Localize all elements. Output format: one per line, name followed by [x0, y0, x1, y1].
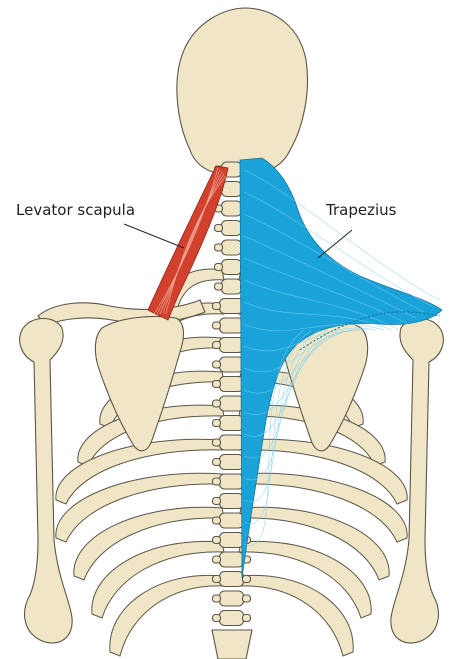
vertebra: [220, 552, 244, 567]
vertebra: [220, 416, 244, 431]
vertebra-process: [213, 342, 221, 349]
vertebra: [220, 338, 244, 353]
vertebra-process: [215, 244, 223, 251]
vertebra: [220, 533, 244, 548]
vertebra-process: [213, 381, 221, 388]
vertebra: [222, 279, 242, 294]
vertebra-process: [213, 400, 221, 407]
vertebra: [220, 572, 244, 587]
skull: [177, 8, 308, 173]
vertebra: [220, 396, 244, 411]
vertebra: [220, 377, 244, 392]
vertebra: [220, 513, 244, 528]
vertebra-process: [213, 615, 221, 622]
vertebra-process: [213, 420, 221, 427]
vertebra: [222, 240, 242, 255]
vertebra-process: [215, 283, 223, 290]
vertebra-process: [213, 303, 221, 310]
vertebra: [220, 494, 244, 509]
vertebra-process: [213, 576, 221, 583]
vertebra: [220, 474, 244, 489]
levator-scapula-label: Levator scapula: [16, 201, 135, 219]
vertebra-process: [213, 459, 221, 466]
vertebra-process: [243, 615, 251, 622]
vertebra-process: [215, 225, 223, 232]
vertebra: [220, 318, 244, 333]
vertebra-process: [213, 517, 221, 524]
vertebra-process: [213, 556, 221, 563]
sacrum: [212, 630, 252, 659]
vertebra: [220, 455, 244, 470]
vertebra: [220, 435, 244, 450]
vertebra: [220, 591, 244, 606]
rib-right: [239, 575, 353, 656]
vertebra: [220, 357, 244, 372]
vertebra-process: [215, 264, 223, 271]
trapezius-leader-line: [318, 230, 352, 258]
vertebra-process: [213, 322, 221, 329]
vertebra-process: [213, 478, 221, 485]
vertebra-process: [213, 498, 221, 505]
levator-leader-line: [124, 224, 184, 248]
vertebra: [220, 299, 244, 314]
vertebra-process: [213, 361, 221, 368]
trapezius-label: Trapezius: [326, 201, 396, 219]
vertebra-process: [243, 595, 251, 602]
vertebra-process: [213, 439, 221, 446]
vertebra: [222, 221, 242, 236]
vertebra-process: [243, 576, 251, 583]
vertebra-process: [213, 537, 221, 544]
vertebra: [222, 260, 242, 275]
vertebra-process: [213, 595, 221, 602]
vertebra: [222, 201, 242, 216]
vertebra: [220, 611, 244, 626]
rib-left: [110, 575, 224, 656]
